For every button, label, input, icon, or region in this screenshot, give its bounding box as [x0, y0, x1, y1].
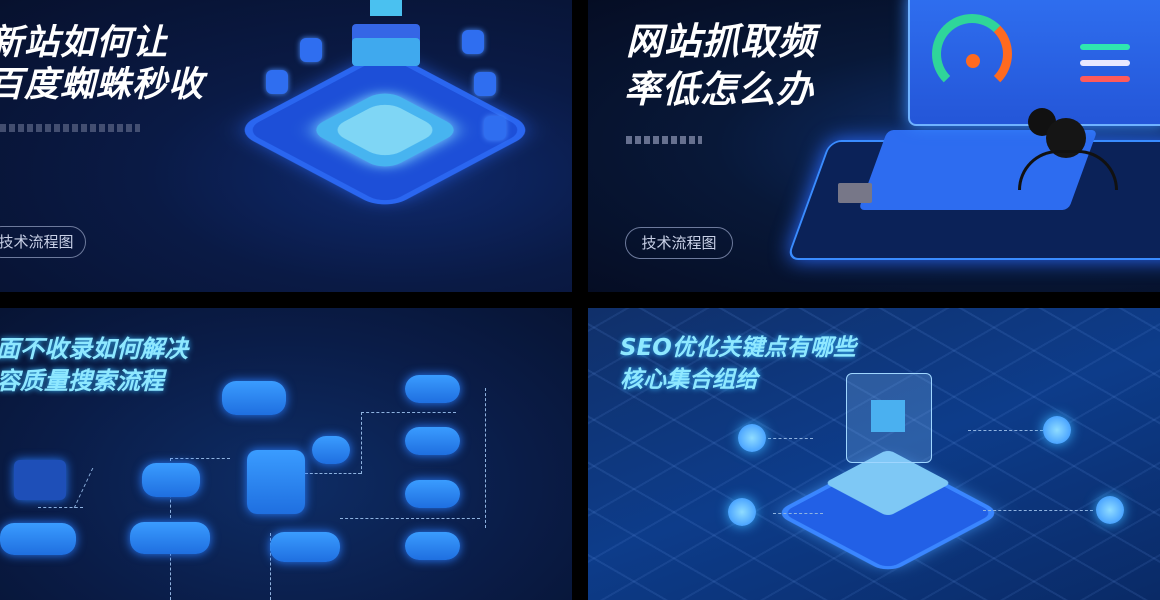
panel-title-line-1: SEO优化关键点有哪些 [620, 335, 856, 361]
dashboard-screen [908, 0, 1160, 126]
panel-new-site-indexing: 新站如何让 百度蜘蛛秒收 技术流程图 [0, 0, 572, 292]
panel-title-line-1: 新站如何让 [0, 23, 169, 63]
flowchart-node [405, 480, 460, 508]
flowchart-node [0, 523, 76, 555]
key-point-icon [728, 498, 756, 526]
node-tag-icon [300, 38, 322, 62]
panel-title-line-1: 面不收录如何解决 [0, 335, 188, 363]
flowchart-button[interactable]: 技术流程图 [625, 227, 733, 259]
flowchart-node [222, 381, 286, 415]
panel-seo-key-points: SEO优化关键点有哪些 核心集合组给 [588, 308, 1160, 600]
flowchart-node [270, 532, 340, 562]
flowchart-node [405, 532, 460, 560]
flowchart-node [142, 463, 200, 497]
node-tag-icon [462, 30, 484, 54]
flowchart-node [405, 427, 460, 455]
node-tag-icon [474, 72, 496, 96]
key-point-icon [738, 424, 766, 452]
panel-title-line-2: 百度蜘蛛秒收 [0, 65, 205, 105]
key-point-icon [1096, 496, 1124, 524]
panel-indexing-flowchart: 面不收录如何解决 容质量搜索流程 [0, 308, 572, 600]
panel-title-line-2: 率低怎么办 [624, 68, 814, 111]
flowchart-node [247, 450, 305, 514]
subtitle-text [0, 124, 140, 132]
node-tag-icon [484, 116, 506, 140]
flowchart-node [405, 375, 460, 403]
panel-crawl-frequency: 网站抓取频 率低怎么办 技术流程图 [588, 0, 1160, 292]
key-point-icon [1043, 416, 1071, 444]
flowchart-node [312, 436, 350, 464]
flowchart-node [14, 460, 66, 500]
panel-title-line-2: 核心集合组给 [620, 367, 758, 393]
chip-label-icon [838, 183, 872, 203]
dashboard-gauge-icon [932, 14, 1012, 94]
panel-title-line-2: 容质量搜索流程 [0, 367, 164, 395]
flowchart-button[interactable]: 技术流程图 [0, 226, 86, 258]
panel-title-line-1: 网站抓取频 [626, 20, 816, 63]
node-tag-icon [266, 70, 288, 94]
subtitle-text [626, 136, 702, 144]
flowchart-node [130, 522, 210, 554]
